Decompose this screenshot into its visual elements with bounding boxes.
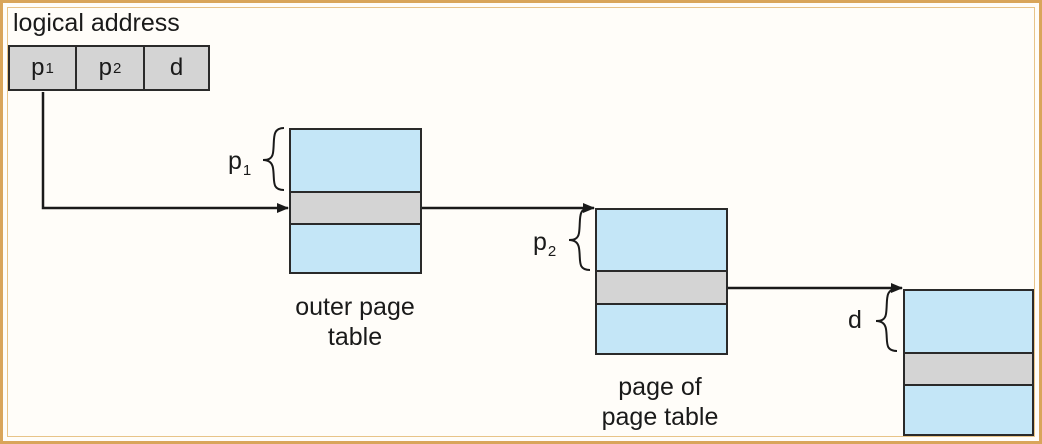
- memory-page: [903, 289, 1034, 436]
- outer-page-table-caption-line1: outer page: [295, 293, 415, 321]
- address-field-p2-sub: 2: [113, 59, 122, 77]
- page-of-page-table-caption-line2: page table: [601, 403, 719, 431]
- page-of-page-table-caption: page of page table: [575, 372, 745, 432]
- page-of-page-table-entry: [597, 270, 726, 305]
- address-field-d-base: d: [169, 54, 184, 81]
- brace-p2: [568, 207, 591, 271]
- outer-page-table: [289, 128, 422, 274]
- address-field-p1-base: p: [31, 54, 45, 81]
- address-field-p1-sub: 1: [45, 59, 54, 77]
- outer-page-table-caption-line2: table: [327, 323, 383, 351]
- outer-page-table-index-base: p: [228, 147, 242, 175]
- page-of-page-table-caption-line1: page of: [618, 373, 702, 401]
- page-of-page-table-index-sub: 2: [547, 243, 557, 260]
- outer-page-table-entry: [291, 191, 420, 225]
- address-field-d: d: [143, 45, 210, 91]
- outer-page-table-index: p1: [228, 147, 252, 179]
- outer-page-table-index-sub: 1: [242, 162, 252, 179]
- page-of-page-table: [595, 208, 728, 355]
- logical-address-title: logical address: [13, 9, 180, 37]
- page-of-page-table-index: p2: [533, 228, 557, 260]
- brace-d: [875, 288, 898, 352]
- brace-p1: [262, 127, 285, 191]
- memory-page-offset-label: d: [848, 306, 862, 334]
- page-of-page-table-index-base: p: [533, 228, 547, 256]
- outer-page-table-caption: outer page table: [270, 292, 440, 352]
- memory-page-entry: [905, 352, 1032, 386]
- address-field-p2-base: p: [98, 54, 112, 81]
- frame-inner-border: [7, 7, 1035, 437]
- arrow-p1-to-outer-table: [41, 92, 289, 213]
